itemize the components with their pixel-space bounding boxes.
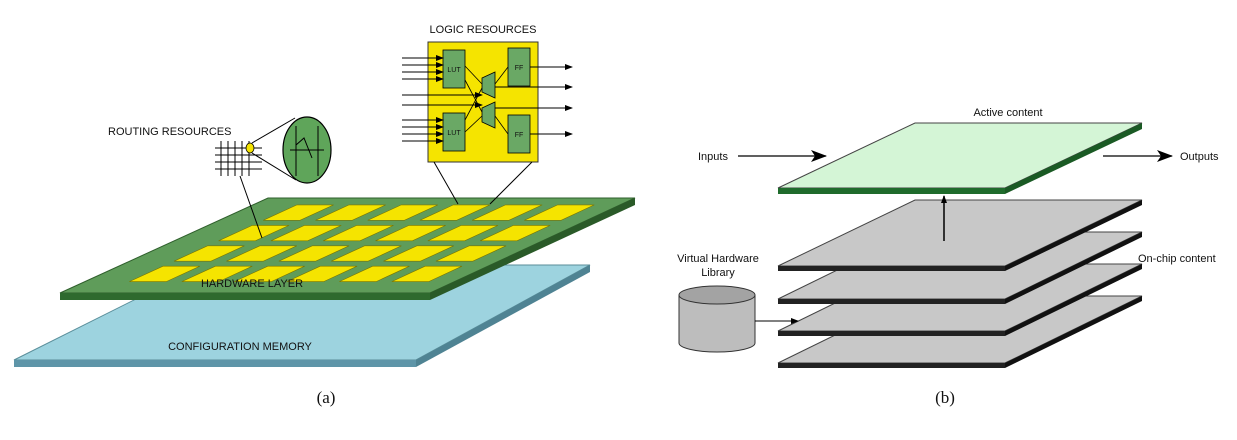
mux-upper xyxy=(481,71,496,99)
outputs-label: Outputs xyxy=(1180,151,1219,163)
logic-output-arrows xyxy=(495,64,573,137)
onchip-content-label: On-chip content xyxy=(1138,253,1216,265)
active-content-label: Active content xyxy=(973,107,1042,119)
logic-resources-label: LOGIC RESOURCES xyxy=(430,24,537,36)
logic-cell xyxy=(263,204,334,221)
ff-upper-label: FF xyxy=(515,65,524,72)
routing-resources: ROUTING RESOURCES xyxy=(108,116,332,239)
virtual-hardware-library: Virtual Hardware Library xyxy=(677,253,799,353)
logic-cell xyxy=(323,225,394,242)
logic-cell xyxy=(479,225,551,242)
logic-cell xyxy=(270,225,342,242)
logic-cell xyxy=(129,265,201,282)
logic-cell xyxy=(218,225,290,242)
routing-resources-label: ROUTING RESOURCES xyxy=(108,126,231,138)
ff-lower-label: FF xyxy=(515,132,524,139)
active-content-layer xyxy=(777,122,1143,194)
logic-cell xyxy=(173,245,245,262)
logic-cell xyxy=(435,245,507,262)
caption-a: (a) xyxy=(317,388,336,407)
lut-upper-label: LUT xyxy=(447,67,461,74)
virtual-hw-library-label-line2: Library xyxy=(701,267,735,279)
logic-cell xyxy=(181,265,253,282)
routing-grid xyxy=(215,141,262,176)
routing-leader xyxy=(239,175,263,239)
cylinder-top xyxy=(678,285,756,305)
virtual-hw-library-label-line1: Virtual Hardware xyxy=(677,253,759,265)
logic-leader-left xyxy=(433,161,459,205)
panel-a: CONFIGURATION MEMORY HARDWARE LAYER ROUT… xyxy=(13,24,636,407)
logic-cell xyxy=(286,265,358,282)
logic-resources: LOGIC RESOURCES LUT LUT FF FF xyxy=(402,24,573,205)
logic-cell xyxy=(226,245,297,262)
logic-cell xyxy=(419,204,491,221)
logic-cell xyxy=(524,204,595,221)
logic-cell xyxy=(339,265,410,282)
mux-lower xyxy=(481,101,496,129)
logic-cell xyxy=(331,245,402,262)
logic-leader-right xyxy=(489,161,533,205)
logic-input-arrows xyxy=(402,55,483,144)
onchip-layer-1 xyxy=(777,199,1143,271)
logic-cell xyxy=(234,265,305,282)
lut-lower-label: LUT xyxy=(447,130,461,137)
switch-point xyxy=(245,142,255,154)
logic-cell xyxy=(383,245,454,262)
inputs-label: Inputs xyxy=(698,151,728,163)
logic-cell xyxy=(315,204,386,221)
cylinder-body xyxy=(678,295,756,353)
configuration-memory-label: CONFIGURATION MEMORY xyxy=(168,341,312,353)
logic-cell-array xyxy=(129,204,595,282)
caption-b: (b) xyxy=(935,388,955,407)
hardware-layer: HARDWARE LAYER xyxy=(59,197,636,300)
logic-cell xyxy=(367,204,439,221)
logic-cell xyxy=(471,204,543,221)
logic-cell xyxy=(391,265,463,282)
logic-cell xyxy=(427,225,499,242)
panel-b: Active content Inputs Outputs On-chip co… xyxy=(677,107,1219,407)
logic-cell xyxy=(278,245,350,262)
hardware-layer-label: HARDWARE LAYER xyxy=(201,278,303,290)
logic-cell xyxy=(375,225,446,242)
